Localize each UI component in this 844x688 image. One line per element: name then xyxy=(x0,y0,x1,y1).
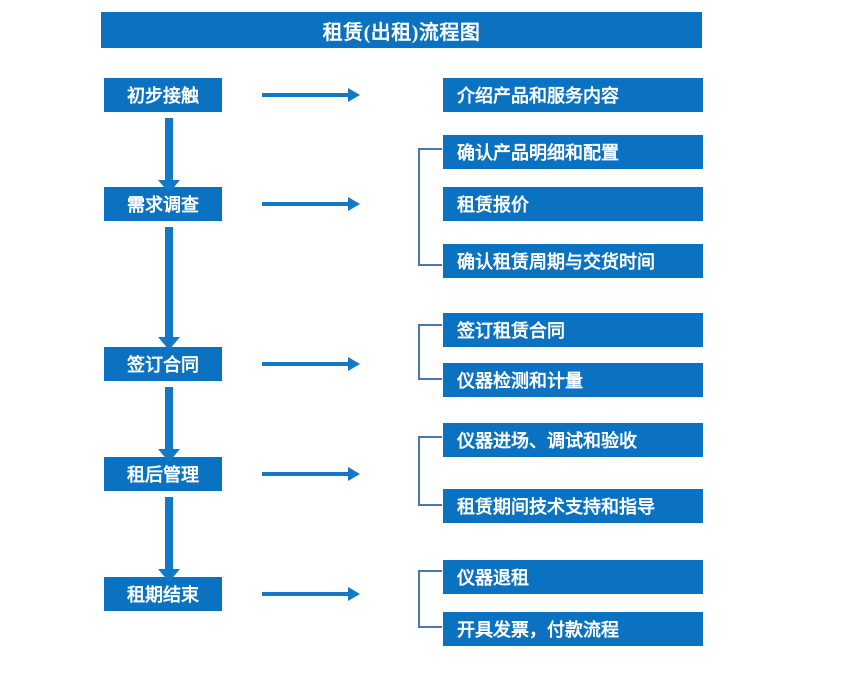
page-title: 租赁(出租)流程图 xyxy=(101,12,702,48)
detail-box-rental-quote[interactable]: 租赁报价 xyxy=(443,187,703,221)
group-bracket-sign-contract xyxy=(418,324,442,380)
arrow-head xyxy=(158,449,180,462)
group-bracket-rental-end xyxy=(418,570,442,628)
arrow-shaft xyxy=(262,362,348,366)
arrow-head xyxy=(158,337,180,350)
detail-box-instrument-return[interactable]: 仪器退租 xyxy=(443,560,703,594)
group-bracket-post-rental xyxy=(418,436,442,506)
detail-box-sign-rental-contract[interactable]: 签订租赁合同 xyxy=(443,313,703,347)
stage-box-sign-contract[interactable]: 签订合同 xyxy=(104,347,222,381)
detail-box-instrument-inspection[interactable]: 仪器检测和计量 xyxy=(443,363,703,397)
arrow-shaft xyxy=(262,472,348,476)
arrow-head xyxy=(158,180,180,193)
right-arrow-icon-4 xyxy=(262,467,360,481)
arrow-head xyxy=(348,88,360,102)
arrow-head xyxy=(348,357,360,371)
arrow-shaft xyxy=(165,497,173,569)
detail-box-confirm-period-delivery[interactable]: 确认租赁周期与交货时间 xyxy=(443,244,703,278)
down-arrow-icon-3 xyxy=(158,387,180,462)
detail-box-invoice-payment[interactable]: 开具发票，付款流程 xyxy=(443,612,703,646)
arrow-shaft xyxy=(262,592,348,596)
right-arrow-icon-2 xyxy=(262,197,360,211)
arrow-shaft xyxy=(165,227,173,337)
arrow-head xyxy=(158,569,180,582)
right-arrow-icon-5 xyxy=(262,587,360,601)
detail-box-technical-support[interactable]: 租赁期间技术支持和指导 xyxy=(443,489,703,523)
down-arrow-icon-2 xyxy=(158,227,180,350)
arrow-shaft xyxy=(165,118,173,180)
down-arrow-icon-4 xyxy=(158,497,180,582)
arrow-head xyxy=(348,467,360,481)
detail-box-confirm-product-spec[interactable]: 确认产品明细和配置 xyxy=(443,135,703,169)
right-arrow-icon-1 xyxy=(262,88,360,102)
arrow-shaft xyxy=(165,387,173,449)
stage-box-post-rental-management[interactable]: 租后管理 xyxy=(104,457,222,491)
arrow-head xyxy=(348,197,360,211)
arrow-head xyxy=(348,587,360,601)
stage-box-initial-contact[interactable]: 初步接触 xyxy=(104,78,222,112)
arrow-shaft xyxy=(262,93,348,97)
arrow-shaft xyxy=(262,202,348,206)
stage-box-rental-end[interactable]: 租期结束 xyxy=(104,577,222,611)
group-bracket-needs-survey xyxy=(418,148,442,266)
detail-box-introduce-products[interactable]: 介绍产品和服务内容 xyxy=(443,78,703,112)
right-arrow-icon-3 xyxy=(262,357,360,371)
detail-box-instrument-entry-commissioning[interactable]: 仪器进场、调试和验收 xyxy=(443,423,703,457)
down-arrow-icon-1 xyxy=(158,118,180,193)
